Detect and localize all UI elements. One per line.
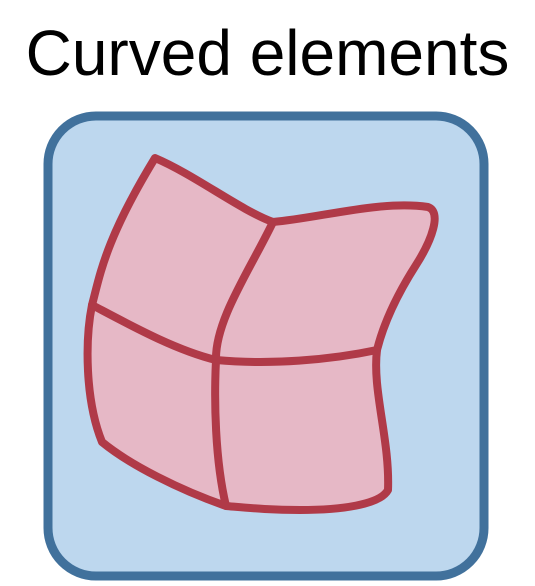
mesh-outline [83, 154, 439, 514]
curved-mesh [83, 154, 439, 514]
page-title: Curved elements [25, 17, 510, 89]
mesh-edge-vertical [211, 218, 277, 510]
